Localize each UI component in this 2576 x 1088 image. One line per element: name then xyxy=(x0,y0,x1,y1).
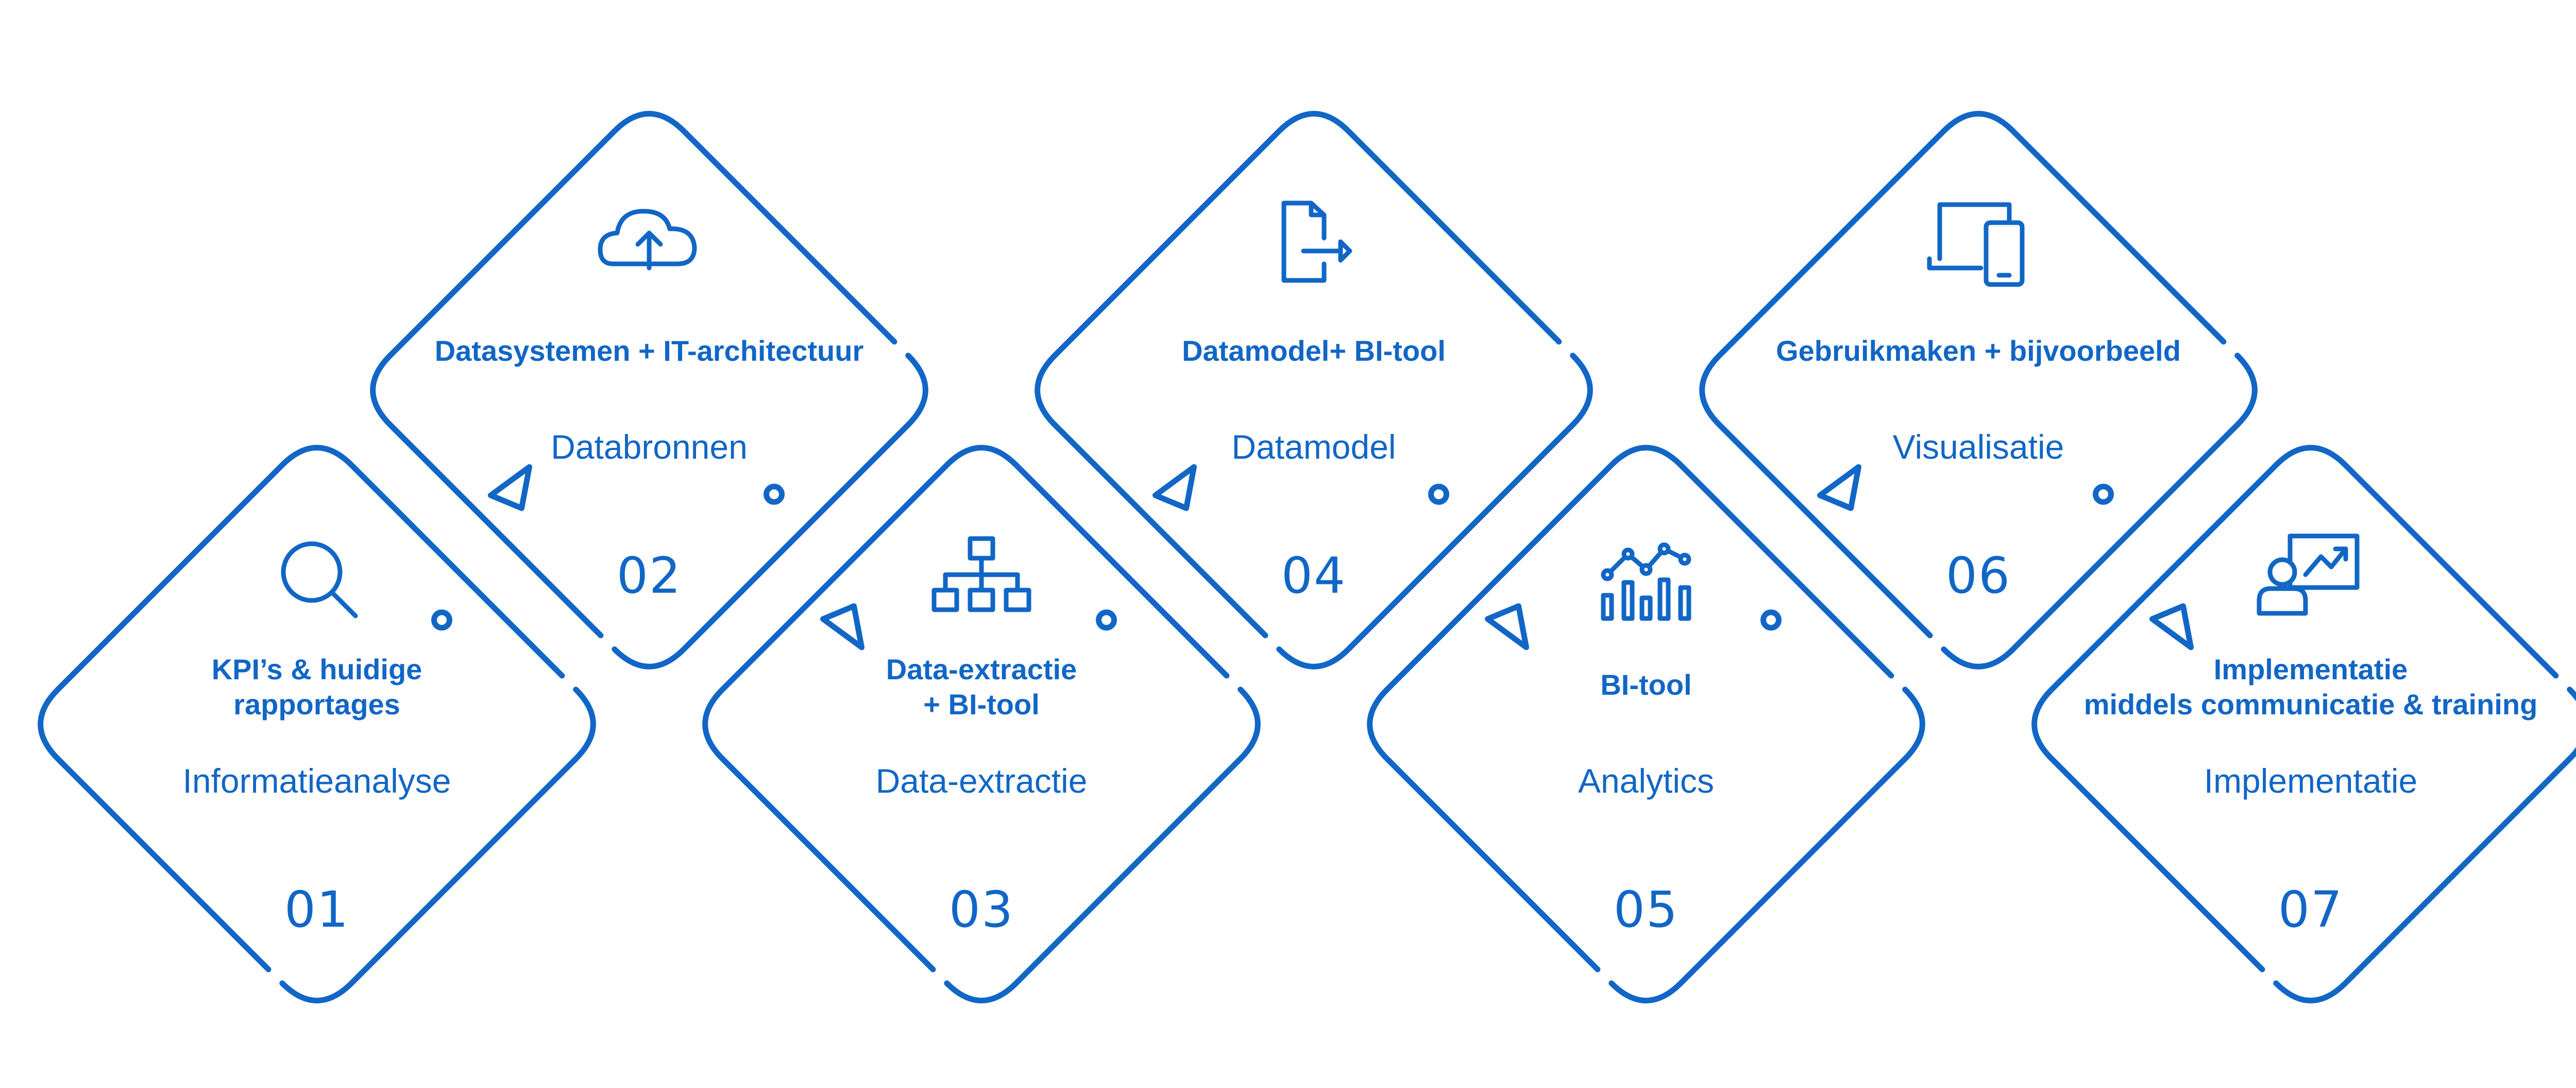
step-01-diamond xyxy=(38,445,596,1003)
step-07-diamond xyxy=(2031,445,2576,1003)
laptop-tablet-icon xyxy=(1927,202,2025,287)
step-03-diamond xyxy=(702,445,1261,1003)
magnifier-icon xyxy=(281,541,358,618)
step-description: BI-tool xyxy=(1600,668,1692,701)
connector-4-5 xyxy=(1428,483,1529,650)
step-number: 02 xyxy=(616,547,682,605)
cloud-upload-icon xyxy=(598,209,697,271)
step-02: Datasystemen + IT-architectuur Databronn… xyxy=(355,96,943,684)
step-title: Data-extractie xyxy=(875,762,1088,800)
step-title: Informatieanalyse xyxy=(182,762,451,800)
step-description: Data-extractie + BI-tool xyxy=(886,653,1077,721)
step-description: Datasystemen + IT-architectuur xyxy=(434,334,864,367)
step-03: Data-extractie + BI-tool Data-extractie … xyxy=(688,430,1275,1018)
step-04-diamond xyxy=(1035,111,1593,669)
step-05: BI-tool Analytics 05 xyxy=(1352,430,1940,1018)
step-title: Analytics xyxy=(1578,762,1715,800)
step-title: Databronnen xyxy=(551,428,748,466)
hierarchy-icon xyxy=(931,536,1031,612)
step-title: Implementatie xyxy=(2204,762,2418,800)
connector-2-3 xyxy=(764,483,865,650)
step-description: Gebruikmaken + bijvoorbeeld xyxy=(1776,334,2181,367)
step-description: Datamodel+ BI-tool xyxy=(1182,334,1446,367)
presenter-board-icon xyxy=(2257,533,2360,616)
step-description: Implementatie middels communicatie & tra… xyxy=(2083,653,2538,721)
document-export-icon xyxy=(1281,200,1352,283)
step-number: 07 xyxy=(2278,881,2344,939)
step-02-diamond xyxy=(370,111,928,669)
step-06-diamond xyxy=(1699,111,2258,669)
bar-line-chart-icon xyxy=(1601,542,1691,621)
connector-3-4 xyxy=(1096,464,1197,631)
connector-1-2 xyxy=(431,464,532,631)
connector-6-7 xyxy=(2093,483,2194,650)
step-04: Datamodel+ BI-tool Datamodel 04 xyxy=(1020,96,1607,684)
step-number: 04 xyxy=(1281,547,1347,605)
connector-5-6 xyxy=(1760,464,1861,631)
step-title: Datamodel xyxy=(1231,428,1396,466)
step-06: Gebruikmaken + bijvoorbeeld Visualisatie… xyxy=(1685,96,2272,684)
step-number: 06 xyxy=(1945,547,2011,605)
step-number: 01 xyxy=(284,881,350,939)
step-description: KPI’s & huidige rapportages xyxy=(211,653,422,721)
step-07: Implementatie middels communicatie & tra… xyxy=(2017,430,2576,1018)
step-01: KPI’s & huidige rapportages Informatiean… xyxy=(23,430,611,1018)
step-number: 03 xyxy=(948,881,1014,939)
step-number: 05 xyxy=(1613,881,1679,939)
step-title: Visualisatie xyxy=(1892,428,2064,466)
step-05-diamond xyxy=(1367,445,1925,1003)
